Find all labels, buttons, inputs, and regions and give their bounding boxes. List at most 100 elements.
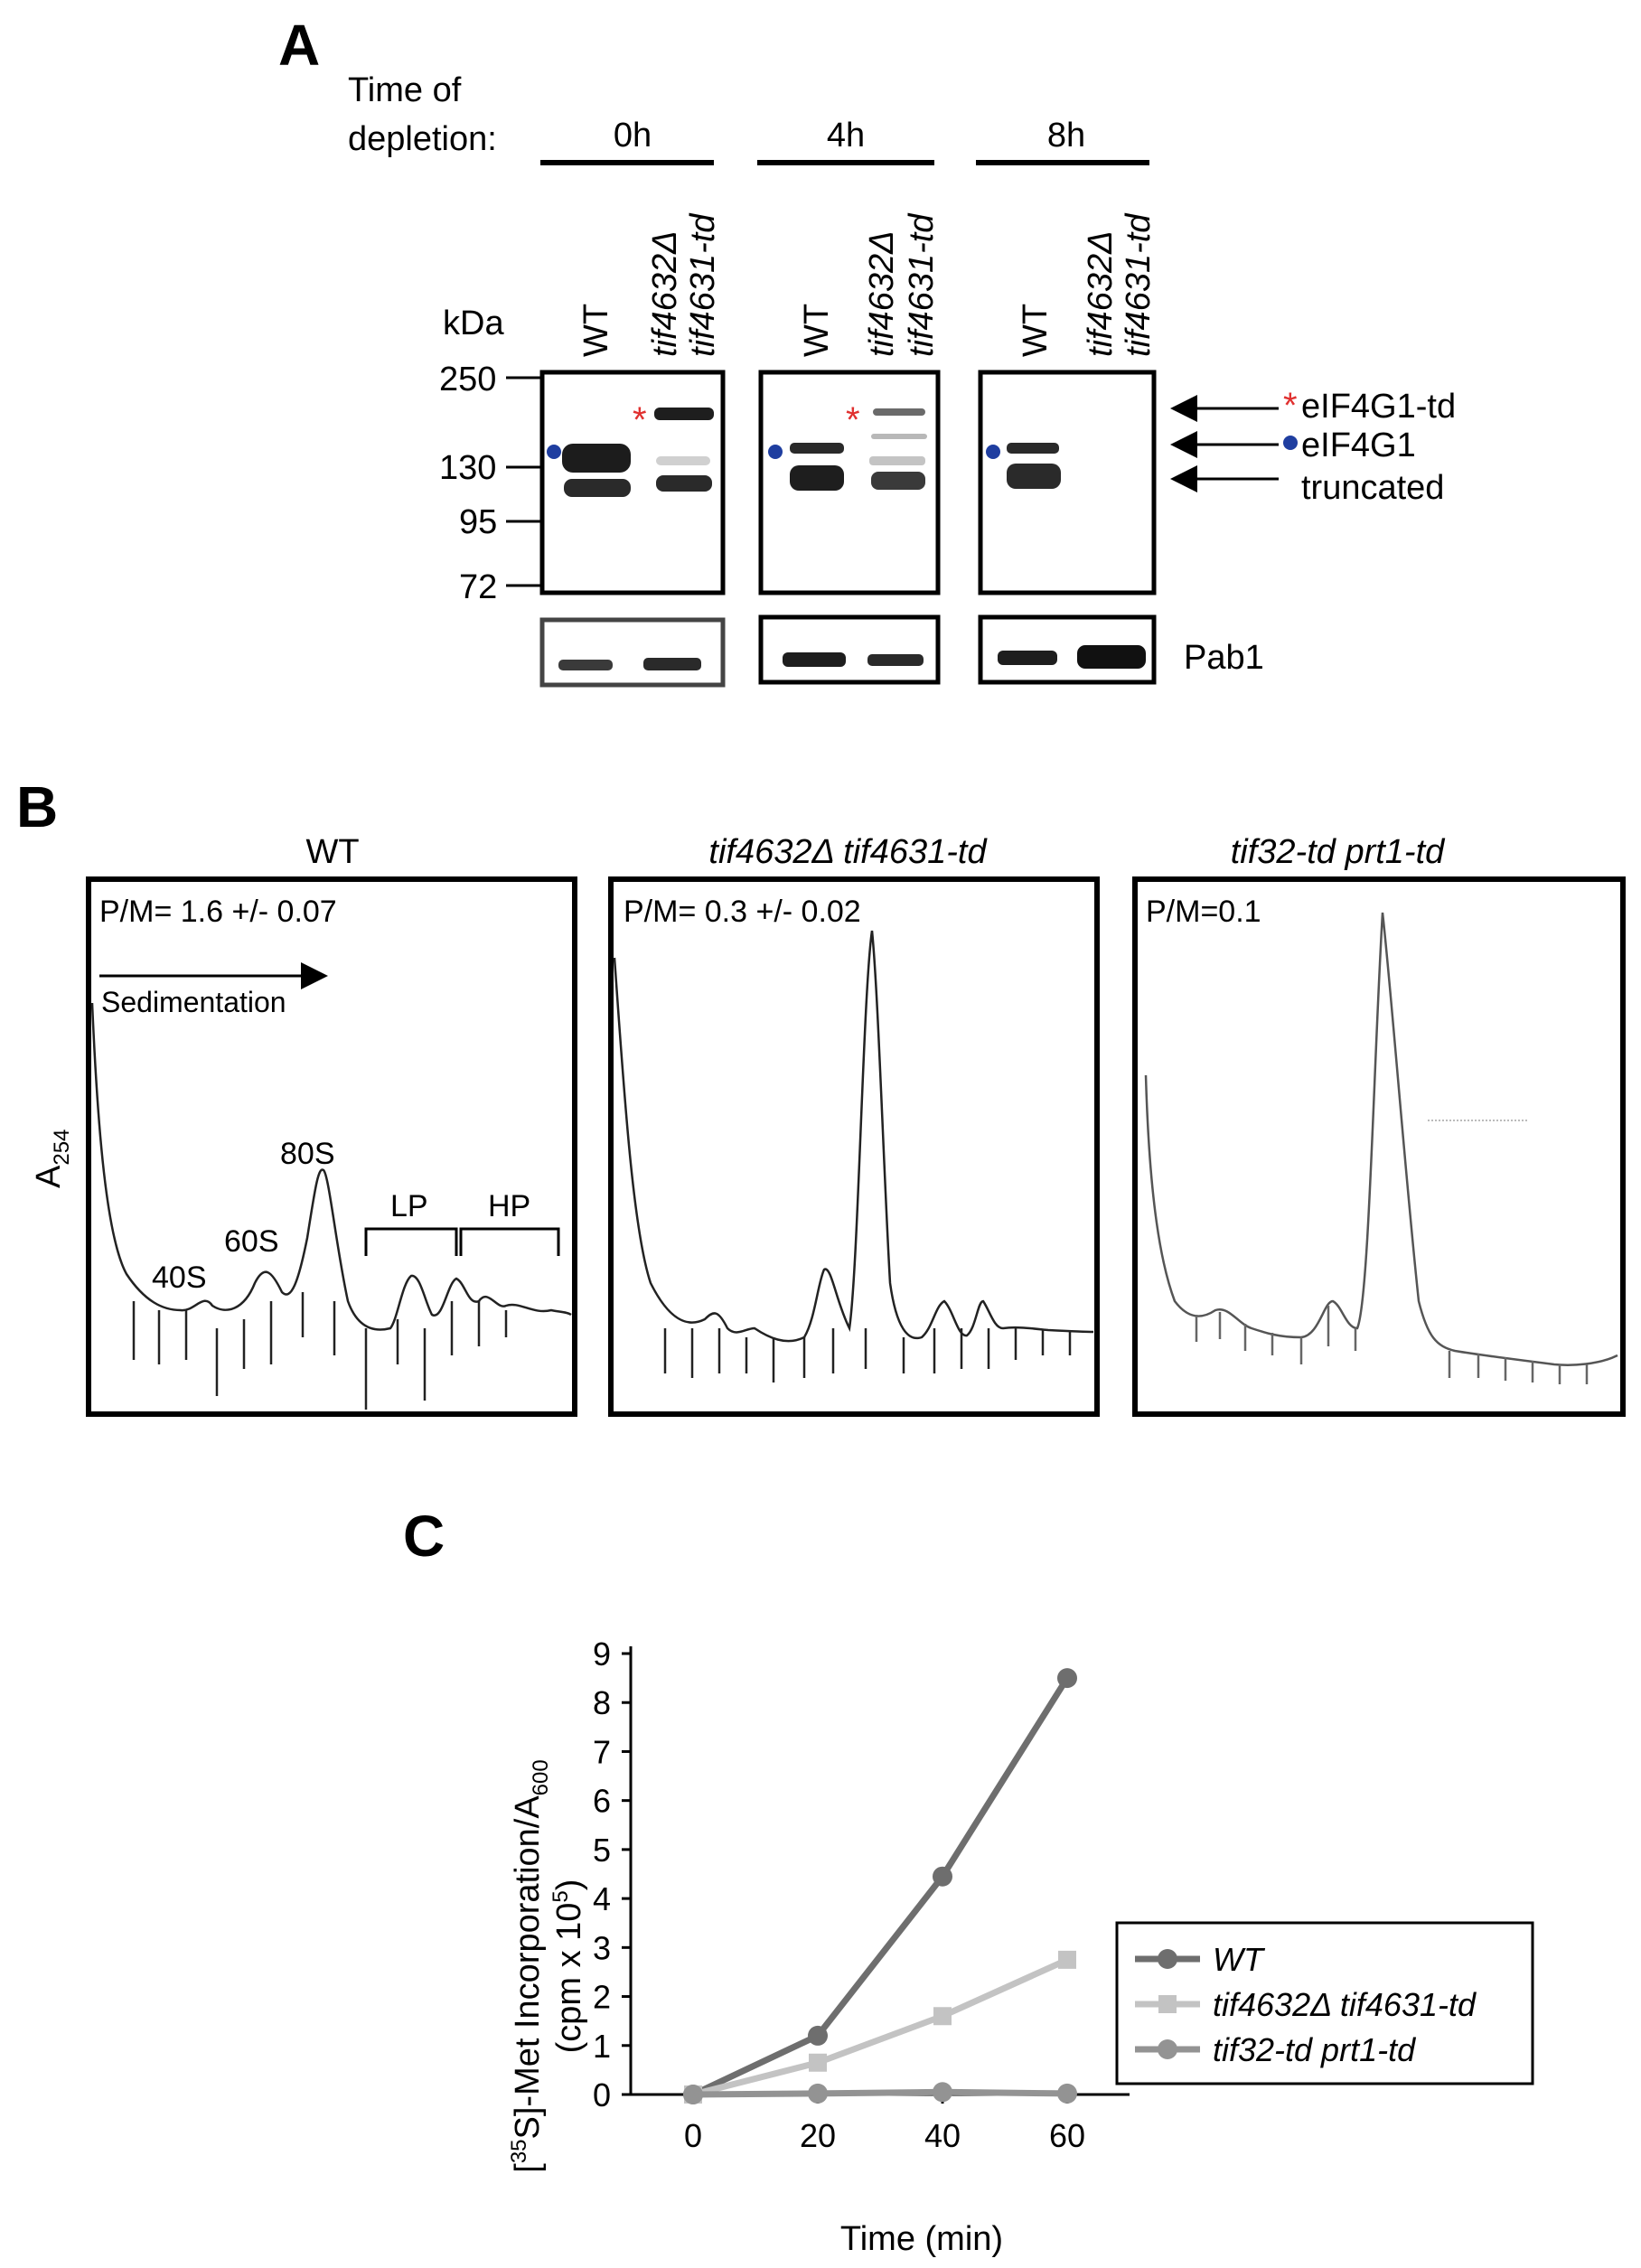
time-of-depletion-label-2: depletion: xyxy=(348,120,497,158)
profile-title-tif4632-tif4631: tif4632Δ tif4631-td xyxy=(708,833,988,871)
time-of-depletion-label-1: Time of xyxy=(348,71,462,109)
series-line-0 xyxy=(691,1676,1070,2098)
sedimentation-label: Sedimentation xyxy=(101,986,286,1018)
chart-series xyxy=(683,1668,1077,2104)
band-truncated xyxy=(656,475,712,492)
lane-label-tif4632: tif4632Δ xyxy=(1082,230,1120,357)
band-eif4g1 xyxy=(562,444,631,473)
y-tick-label: 1 xyxy=(593,2028,611,2065)
band-truncated xyxy=(790,465,844,491)
timepoint-4h: 4h xyxy=(827,117,865,155)
x-tick-label: 40 xyxy=(924,2117,961,2154)
bracket-hp xyxy=(459,1227,560,1256)
peak-label-80s: 80S xyxy=(280,1137,335,1171)
svg-text:[35S]-Met Incorporation/A600: [35S]-Met Incorporation/A600 xyxy=(507,1759,553,2172)
y-tick-label: 3 xyxy=(593,1929,611,1966)
band-truncated xyxy=(564,479,631,497)
panel-b-ylabel: A254 xyxy=(30,1129,74,1188)
band-eif4g1 xyxy=(1007,443,1059,454)
bracket-lp xyxy=(364,1227,458,1256)
band-pab1 xyxy=(783,652,846,667)
chart-ylabel-units: (cpm x 105) xyxy=(549,1879,588,2054)
chart-ylabel: [35S]-Met Incorporation/A600 xyxy=(507,1759,553,2172)
legend-marker-0 xyxy=(1158,1949,1177,1969)
panel-b-letter: B xyxy=(16,774,58,839)
series-point-0 xyxy=(933,1866,952,1887)
label-eif4g1-td: eIF4G1-td xyxy=(1301,388,1456,426)
y-tick-label: 7 xyxy=(593,1733,611,1770)
marker-72: 72 xyxy=(459,568,497,606)
profile-box-tif4632-tif4631 xyxy=(608,876,1100,1417)
profile-title-tif32-prt1: tif32-td prt1-td xyxy=(1231,833,1446,871)
band-pab1 xyxy=(867,654,924,666)
lane-label-wt: WT xyxy=(798,304,836,357)
legend-label-0: WT xyxy=(1213,1941,1266,1978)
lane-label-tif4632: tif4632Δ xyxy=(646,230,684,357)
series-point-2 xyxy=(808,2083,828,2104)
svg-text:(cpm x 105): (cpm x 105) xyxy=(549,1879,588,2054)
series-point-2 xyxy=(683,2085,703,2104)
panel-a: A Time of depletion: 0h 4h 8h WT tif4632… xyxy=(278,13,1456,688)
legend-marker-1 xyxy=(1158,1995,1177,2013)
fraction-ticks-tif4632-tif4631 xyxy=(663,1328,1072,1382)
lane-labels-8h: WT tif4632Δ tif4631-td xyxy=(1017,212,1158,357)
series-point-2 xyxy=(933,2082,952,2103)
band-truncated xyxy=(1007,464,1061,489)
dot-eif4g1 xyxy=(768,445,783,459)
profile-trace-tif4632-tif4631 xyxy=(613,930,1094,1343)
profile-box-tif32-prt1 xyxy=(1132,876,1626,1417)
pab1-blots: Pab1 xyxy=(539,614,1264,688)
band-eif4g1 xyxy=(790,443,844,454)
bracket-label-hp: HP xyxy=(488,1189,530,1223)
profile-title-wt: WT xyxy=(305,833,359,871)
chart-xlabel: Time (min) xyxy=(840,2220,1003,2258)
marker-130: 130 xyxy=(439,449,496,487)
y-tick-label: 8 xyxy=(593,1684,611,1721)
dot-eif4g1 xyxy=(547,445,561,459)
blot-0h: * xyxy=(539,370,726,595)
panel-b: B A254 WT P/M= 1.6 +/- 0.07 Sedimentatio… xyxy=(16,774,1626,1417)
label-truncated: truncated xyxy=(1301,469,1444,507)
x-tick-label: 20 xyxy=(800,2117,836,2154)
band-eif4g1-td xyxy=(873,408,925,416)
y-tick-label: 2 xyxy=(593,1979,611,2016)
asterisk-legend: * xyxy=(1283,386,1298,426)
y-tick-label: 4 xyxy=(593,1880,611,1917)
peak-label-60s: 60S xyxy=(224,1224,279,1259)
lane-label-wt: WT xyxy=(1017,304,1055,357)
profile-trace-tif32-prt1 xyxy=(1144,912,1618,1366)
peak-label-40s: 40S xyxy=(152,1261,207,1295)
blot-8h xyxy=(978,370,1157,595)
band-pab1 xyxy=(558,660,613,670)
profile-box-wt xyxy=(86,876,577,1417)
series-point-0 xyxy=(808,2025,828,2046)
lane-label-tif4632: tif4632Δ xyxy=(863,230,901,357)
marker-95: 95 xyxy=(459,503,497,541)
band-truncated xyxy=(871,472,925,490)
band-eif4g1-td xyxy=(654,408,714,420)
series-point-0 xyxy=(1057,1668,1077,1689)
band-pab1 xyxy=(643,658,701,670)
lane-labels-4h: WT tif4632Δ tif4631-td xyxy=(798,212,941,357)
pab1-label: Pab1 xyxy=(1184,639,1264,677)
svg-text:A254: A254 xyxy=(30,1129,74,1188)
pm-tif4632-tif4631: P/M= 0.3 +/- 0.02 xyxy=(624,895,861,929)
series-point-2 xyxy=(1057,2083,1077,2104)
label-eif4g1: eIF4G1 xyxy=(1301,426,1416,464)
panel-c-letter: C xyxy=(403,1504,445,1569)
series-point-1 xyxy=(809,2053,827,2072)
band-pab1 xyxy=(998,651,1057,665)
band-faint xyxy=(869,456,925,465)
blot-4h: * xyxy=(758,370,941,595)
legend-marker-2 xyxy=(1158,2039,1177,2059)
panel-c: C [35S]-Met Incorporation/A600 (cpm x 10… xyxy=(403,1504,1534,2258)
legend-label-1: tif4632Δ tif4631-td xyxy=(1213,1986,1477,2023)
timepoint-0h: 0h xyxy=(614,117,652,155)
pm-wt: P/M= 1.6 +/- 0.07 xyxy=(99,895,337,929)
panel-a-letter: A xyxy=(278,13,320,78)
band-pab1 xyxy=(1077,645,1146,669)
lane-label-tif4631-td: tif4631-td xyxy=(903,212,941,357)
